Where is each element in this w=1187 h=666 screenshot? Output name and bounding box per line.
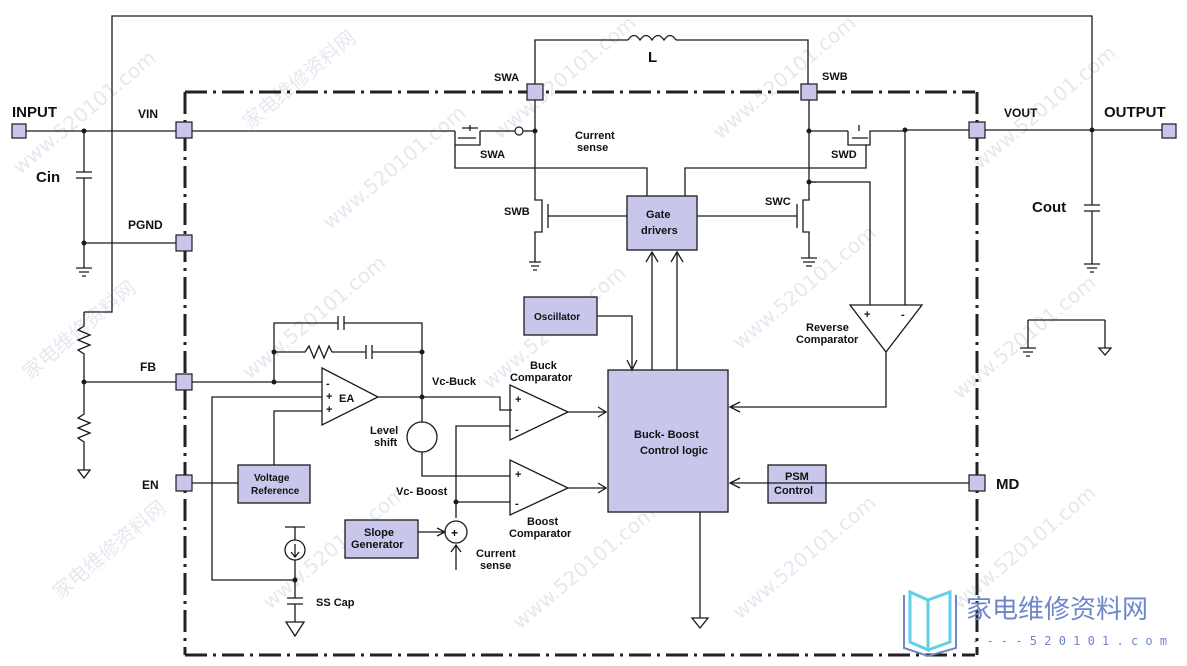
watermark-text: 家电维修资料网 xyxy=(48,495,171,603)
level-shift-label-1: Level xyxy=(370,425,398,437)
soft-start xyxy=(284,526,306,638)
ic-boundary xyxy=(183,90,979,657)
voltage-reference-label-1: Voltage xyxy=(254,473,290,484)
input-side xyxy=(26,128,238,484)
inductor: L xyxy=(534,34,809,85)
power-stage xyxy=(192,100,969,305)
logo-url: - - - - 5 2 0 1 0 1 . c o m xyxy=(972,634,1167,648)
slope-generator-label-2: Generator xyxy=(351,539,404,551)
watermark-url: www.520101.com xyxy=(948,270,1101,403)
swb-pin-label: SWB xyxy=(822,71,848,83)
pgnd-pin xyxy=(175,234,193,252)
current-sense-top-2: sense xyxy=(577,142,608,154)
swc-fet-label: SWC xyxy=(765,196,791,208)
swb-pin xyxy=(800,83,818,101)
gate-drivers-block xyxy=(626,195,698,251)
pgnd-label: PGND xyxy=(128,218,163,232)
vout-pin xyxy=(968,121,986,139)
output-label: OUTPUT xyxy=(1104,104,1166,121)
oscillator-label: Oscillator xyxy=(534,312,580,323)
psm-control-label-1: PSM xyxy=(785,471,809,483)
svg-text:+: + xyxy=(515,469,521,481)
svg-text:+: + xyxy=(864,309,870,321)
fb-pin xyxy=(175,373,193,391)
reverse-comparator-label-2: Comparator xyxy=(796,334,859,346)
buck-comparator: + - xyxy=(455,383,608,518)
watermark-url: www.520101.com xyxy=(318,100,471,233)
buck-comparator-label-1: Buck xyxy=(530,360,558,372)
svg-text:EA: EA xyxy=(339,393,354,405)
error-amplifier: - + + EA xyxy=(192,316,512,581)
watermark-url: www.520101.com xyxy=(968,40,1121,173)
vin-pin xyxy=(175,121,193,139)
input-terminal xyxy=(11,123,27,139)
buck-comparator-label-2: Comparator xyxy=(510,372,573,384)
watermark-url: www.520101.com xyxy=(948,480,1101,613)
svg-text:-: - xyxy=(326,378,330,390)
control-logic-block xyxy=(607,369,729,513)
en-pin xyxy=(175,474,193,492)
swb-fet-label: SWB xyxy=(504,206,530,218)
psm-arrow xyxy=(728,477,826,489)
reverse-comparator-label-1: Reverse xyxy=(806,322,849,334)
swa-fet-label: SWA xyxy=(480,149,505,161)
psm-control-label-2: Control xyxy=(774,485,813,497)
site-logo: 家电维修资料网 - - - - 5 2 0 1 0 1 . c o m xyxy=(903,589,1167,658)
input-label: INPUT xyxy=(12,104,57,121)
text-labels: INPUT OUTPUT VIN VOUT Cin Cout PGND FB E… xyxy=(12,71,1166,609)
swd-fet-label: SWD xyxy=(831,149,857,161)
current-sense-top-1: Current xyxy=(575,130,615,142)
boost-comparator-label-1: Boost xyxy=(527,516,559,528)
slope-generator-block xyxy=(344,519,419,559)
boost-comparator: + - xyxy=(453,458,608,517)
oscillator-block xyxy=(523,296,598,336)
psm-control-block xyxy=(767,464,827,504)
level-shift-label-2: shift xyxy=(374,437,398,449)
output-terminal xyxy=(1161,123,1177,139)
logo-text: 家电维修资料网 xyxy=(966,595,1148,625)
swa-pin-label: SWA xyxy=(494,72,519,84)
md-pin xyxy=(968,474,986,492)
vc-boost-label: Vc- Boost xyxy=(396,486,448,498)
summing-node: + xyxy=(418,520,468,570)
output-side xyxy=(809,127,1162,484)
slope-generator-label-1: Slope xyxy=(364,527,394,539)
boost-comparator-label-2: Comparator xyxy=(509,528,572,540)
en-label: EN xyxy=(142,478,159,492)
watermark-text: 家电维修资料网 xyxy=(238,25,361,133)
control-logic-label-2: Control logic xyxy=(640,445,708,457)
svg-text:+: + xyxy=(515,394,521,406)
logic-arrows xyxy=(597,250,710,630)
fb-label: FB xyxy=(140,360,156,374)
gate-drivers-label-1: Gate xyxy=(646,209,670,221)
vc-buck-label: Vc-Buck xyxy=(432,376,477,388)
svg-text:-: - xyxy=(515,424,519,436)
feedback-wire xyxy=(84,15,1093,313)
control-logic-label-1: Buck- Boost xyxy=(634,429,699,441)
cin-label: Cin xyxy=(36,169,60,186)
current-sense-bottom-1: Current xyxy=(476,548,516,560)
ss-cap-label: SS Cap xyxy=(316,597,355,609)
swa-pin xyxy=(526,83,544,101)
svg-text:-: - xyxy=(901,309,905,321)
svg-text:-: - xyxy=(515,498,519,510)
md-label: MD xyxy=(996,476,1019,493)
svg-text:+: + xyxy=(451,526,458,540)
svg-text:+: + xyxy=(326,391,332,403)
inductor-label: L xyxy=(648,49,657,66)
reverse-comparator: + - xyxy=(728,304,924,413)
gate-drivers-label-2: drivers xyxy=(641,225,678,237)
vin-label: VIN xyxy=(138,107,158,121)
vout-label: VOUT xyxy=(1004,106,1038,120)
watermark-url: www.520101.com xyxy=(238,250,391,383)
watermark-url: www.520101.com xyxy=(728,490,881,623)
cout-label: Cout xyxy=(1032,199,1066,216)
current-sense-bottom-2: sense xyxy=(480,560,511,572)
svg-text:+: + xyxy=(326,404,332,416)
voltage-reference-block xyxy=(237,464,311,504)
voltage-reference-label-2: Reference xyxy=(251,486,300,497)
